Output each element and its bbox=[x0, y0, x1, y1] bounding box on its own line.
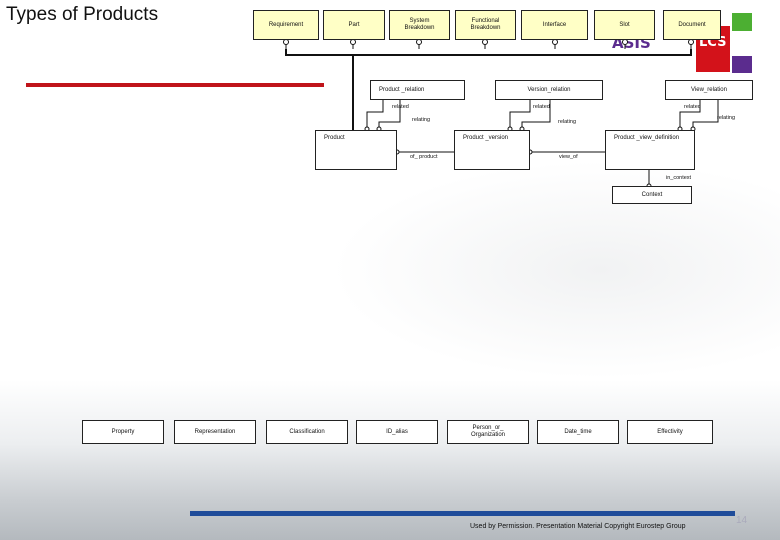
background-haze bbox=[330, 160, 780, 380]
entity-product-version[interactable]: Product _version bbox=[454, 130, 530, 170]
logo-purple-square bbox=[732, 56, 752, 73]
entity-requirement[interactable]: Requirement bbox=[253, 10, 319, 40]
slide-title: Types of Products bbox=[6, 4, 159, 25]
label-related-version-relation: related bbox=[533, 104, 550, 110]
label-relating-view-relation: relating bbox=[717, 115, 736, 121]
entity-product[interactable]: Product bbox=[315, 130, 397, 170]
entity-date-time[interactable]: Date_time bbox=[537, 420, 619, 444]
blue-rule bbox=[190, 511, 735, 516]
entity-product-view-definition[interactable]: Product _view_definition bbox=[605, 130, 695, 170]
red-rule bbox=[26, 83, 324, 87]
entity-version-relation[interactable]: Version_relation bbox=[495, 80, 603, 100]
footer-copyright: Used by Permission. Presentation Materia… bbox=[470, 523, 686, 530]
entity-interface[interactable]: Interface bbox=[521, 10, 588, 40]
entity-property[interactable]: Property bbox=[82, 420, 164, 444]
page-number: 14 bbox=[736, 515, 748, 526]
entity-classification[interactable]: Classification bbox=[266, 420, 348, 444]
entity-view-relation[interactable]: View_relation bbox=[665, 80, 753, 100]
entity-functional-breakdown[interactable]: Functional Breakdown bbox=[455, 10, 516, 40]
entity-id-alias[interactable]: ID_alias bbox=[356, 420, 438, 444]
entity-system-breakdown[interactable]: System Breakdown bbox=[389, 10, 450, 40]
entity-slot[interactable]: Slot bbox=[594, 10, 655, 40]
label-in-context: in_context bbox=[666, 175, 692, 181]
entity-effectivity[interactable]: Effectivity bbox=[627, 420, 713, 444]
label-view-of: view_of bbox=[559, 154, 578, 160]
entity-representation[interactable]: Representation bbox=[174, 420, 256, 444]
entity-part[interactable]: Part bbox=[323, 10, 385, 40]
label-relating-version-relation: relating bbox=[558, 119, 577, 125]
entity-person-or-organization[interactable]: Person_or_ Organization bbox=[447, 420, 529, 444]
label-relating-product-relation: relating bbox=[412, 117, 431, 123]
entity-context[interactable]: Context bbox=[612, 186, 692, 204]
logo-green-square bbox=[732, 13, 752, 31]
label-related-product-relation: related bbox=[392, 104, 409, 110]
label-related-view-relation: related bbox=[684, 104, 701, 110]
label-of-product: of_ product bbox=[410, 154, 438, 160]
entity-document[interactable]: Document bbox=[663, 10, 721, 40]
entity-product-relation[interactable]: Product _relation bbox=[370, 80, 465, 100]
